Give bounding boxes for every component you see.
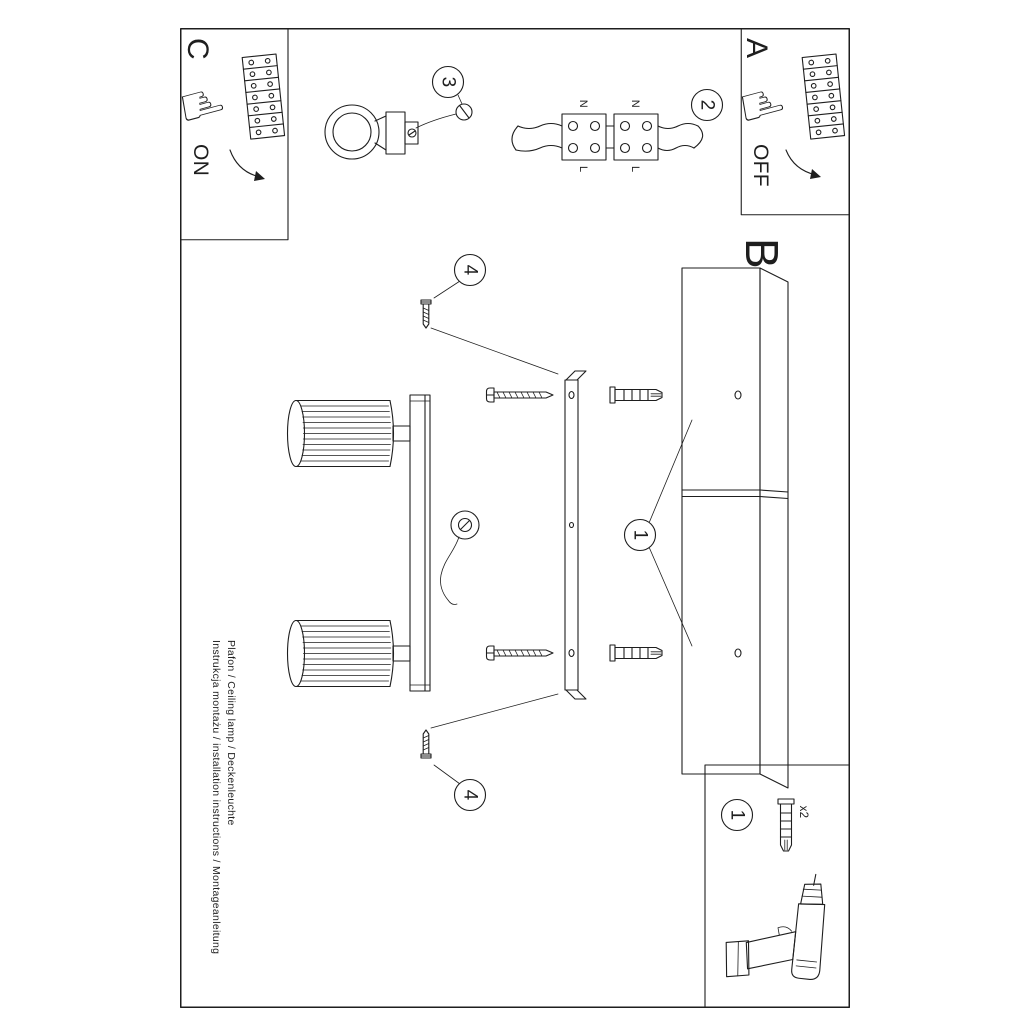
step-2-number: 2 — [697, 100, 718, 111]
step-3-badge — [431, 65, 465, 99]
leader-line — [648, 419, 693, 524]
step-3-holder: 3 — [324, 65, 473, 160]
step-4-number: 4 — [460, 265, 481, 276]
parts-step-badge — [720, 798, 754, 832]
label-neutral: N — [629, 100, 641, 108]
wall-plug-icon — [609, 644, 663, 662]
panel-a: A ☝ OFF — [726, 28, 850, 216]
leader-line — [433, 764, 461, 785]
wire-icon — [693, 125, 704, 149]
bracket-hole-icon — [568, 648, 575, 658]
pointing-hand-icon: ☝ — [166, 80, 235, 128]
wire-icon — [657, 144, 695, 152]
panel-c: C ☝ ON — [166, 28, 289, 241]
hook-icon — [440, 536, 460, 605]
step-1-number: 1 — [630, 530, 651, 541]
plug-qty-label: x2 — [797, 806, 809, 819]
drill-icon — [725, 873, 826, 980]
wall-plug-icon — [609, 386, 663, 404]
step-2-wiring: N L N L 2 — [511, 88, 724, 172]
step-2-badge — [690, 88, 724, 122]
shade-illustration — [286, 399, 395, 468]
mounting-screw-icon — [485, 645, 554, 661]
terminal-block-illustration — [561, 113, 607, 161]
mounting-bracket-illustration — [564, 370, 587, 700]
canopy-screw-icon — [420, 729, 432, 759]
leader-line — [457, 94, 463, 105]
canopy-bar-illustration — [409, 394, 431, 692]
off-label: OFF — [749, 144, 772, 187]
leader-line — [648, 546, 693, 647]
step-4-badge — [453, 778, 487, 812]
section-b-label: B — [736, 238, 788, 269]
label-live: L — [629, 166, 641, 172]
step-4-badge — [453, 253, 487, 287]
off-arrow-icon — [785, 149, 817, 176]
label-live: L — [577, 166, 589, 172]
parts-box: x2 1 — [704, 764, 850, 1008]
shade-illustration — [286, 619, 395, 688]
bracket-hole-icon — [568, 390, 575, 400]
panel-c-box — [180, 28, 289, 241]
step-4-number: 4 — [460, 790, 481, 801]
shade-stem — [392, 425, 411, 442]
wire-icon — [515, 144, 563, 152]
ceiling-joint — [759, 495, 789, 500]
sheet-border — [180, 28, 850, 1008]
parts-step-number: 1 — [727, 810, 748, 821]
lamp-holder-illustration — [324, 104, 419, 160]
footer-title: Instrukcja montażu / installation instru… — [210, 640, 222, 954]
parts-box-border — [704, 764, 850, 1008]
footer-product: Plafon / Ceiling lamp / Deckenleuchte — [225, 640, 237, 826]
leader-line — [433, 280, 461, 299]
mounting-screw-icon — [485, 387, 554, 403]
panel-a-label: A — [740, 38, 773, 58]
center-screw-detail — [440, 510, 480, 605]
screw-slot — [459, 105, 470, 119]
on-arrowhead-icon — [254, 171, 265, 181]
panel-a-box — [740, 28, 850, 216]
leader-curve — [415, 113, 457, 129]
step-3-number: 3 — [438, 77, 459, 88]
parts-plug-icon — [777, 798, 795, 852]
off-arrowhead-icon — [810, 169, 821, 179]
panel-c-label: C — [181, 38, 214, 60]
mounting-hole-icon — [734, 648, 742, 658]
bracket-hole-icon — [568, 521, 575, 529]
terminal-block-illustration — [613, 113, 659, 161]
terminal-strip-icon — [241, 53, 286, 140]
wire-icon — [511, 125, 519, 151]
section-b: B 1 — [286, 238, 789, 812]
shade-stem — [392, 645, 411, 662]
wire-icon — [657, 122, 699, 130]
leader-line — [430, 327, 559, 375]
terminal-strip-icon — [801, 53, 846, 140]
step-1-badge — [623, 518, 657, 552]
label-neutral: N — [577, 100, 589, 108]
on-arrow-icon — [229, 149, 261, 178]
ceiling-illustration — [681, 267, 789, 789]
pointing-hand-icon: ☝ — [726, 80, 795, 128]
leader-line — [430, 693, 559, 729]
mounting-hole-icon — [734, 390, 742, 400]
ceiling-joint — [759, 489, 789, 493]
canopy-screw-icon — [420, 299, 432, 329]
on-label: ON — [189, 144, 212, 176]
wire-icon — [517, 122, 563, 130]
